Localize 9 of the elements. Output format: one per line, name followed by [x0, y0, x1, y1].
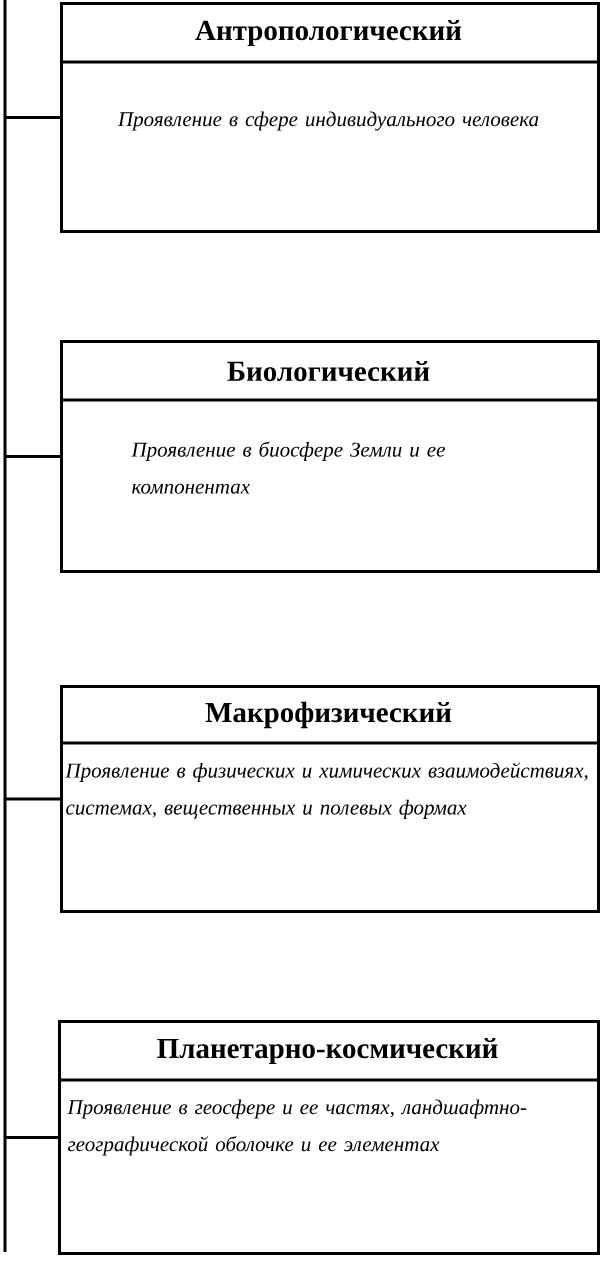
- connector-line: [5, 116, 60, 119]
- connector-line: [5, 797, 60, 801]
- category-box: Планетарно-космический Проявление в геосфере и ее частях, ландшафтно-географической оболочке и ее элементах: [58, 1020, 600, 1255]
- category-box: Макрофизический Проявление в физических и химических взаимодействиях, системах, вещественных и полевых формах: [60, 685, 600, 913]
- category-box: Антропологический Проявление в сфере индивидуального человека: [60, 2, 600, 233]
- trunk-line: [3, 0, 7, 1252]
- category-box: Биологический Проявление в биосфере Земли и ее компонентах: [60, 340, 600, 573]
- connector-line: [5, 1136, 58, 1139]
- connector-line: [5, 455, 60, 458]
